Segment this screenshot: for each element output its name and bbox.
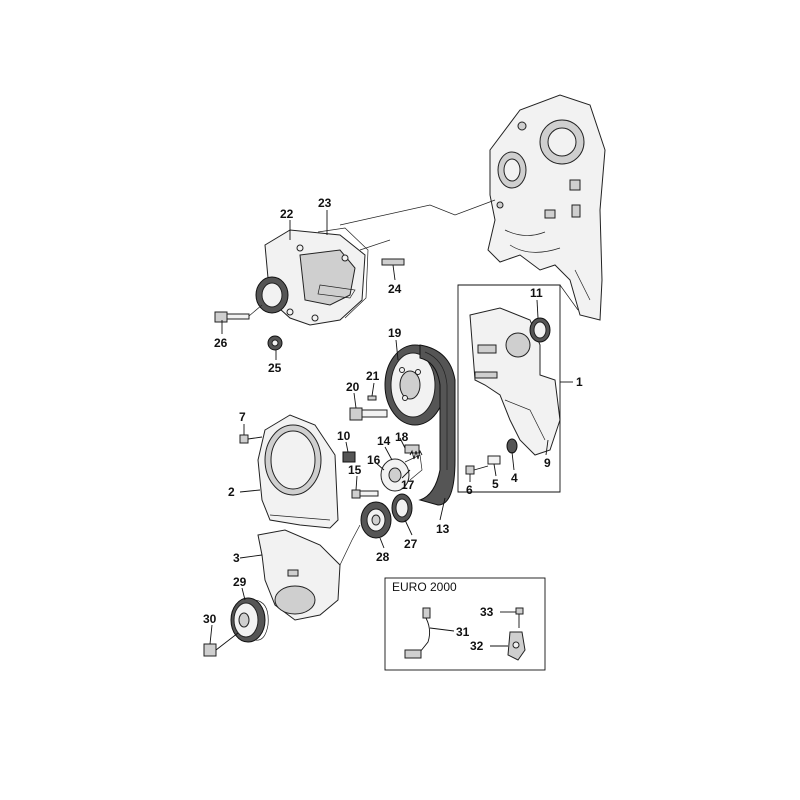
bolt-15 [351, 489, 379, 499]
bolt-33 [515, 607, 524, 628]
callout-1: 1 [576, 375, 583, 389]
leader-lines [209, 210, 549, 647]
inset-title: EURO 2000 [392, 580, 457, 594]
callout-33: 33 [480, 605, 494, 619]
callout-9: 9 [544, 456, 551, 470]
callout-28: 28 [376, 550, 390, 564]
timing-belt [418, 344, 456, 506]
callout-15: 15 [348, 463, 362, 477]
callout-16: 16 [367, 453, 381, 467]
callout-labels: 1 2 3 4 5 6 7 9 10 11 13 14 15 16 17 18 … [203, 196, 583, 653]
callout-10: 10 [337, 429, 351, 443]
callout-2: 2 [228, 485, 235, 499]
washer-27 [391, 493, 413, 523]
callout-29: 29 [233, 575, 247, 589]
callout-20: 20 [346, 380, 360, 394]
crankshaft-sprocket [360, 501, 392, 539]
sensor-32 [507, 631, 526, 661]
callout-24: 24 [388, 282, 402, 296]
callout-23: 23 [318, 196, 332, 210]
callout-32: 32 [470, 639, 484, 653]
callout-6: 6 [466, 483, 473, 497]
water-pump [255, 229, 366, 326]
callout-11: 11 [530, 286, 543, 300]
callout-19: 19 [388, 326, 402, 340]
dowel-5 [487, 455, 501, 465]
camshaft-sprocket [384, 344, 446, 426]
upper-front-cover [257, 414, 339, 529]
callout-21: 21 [366, 369, 380, 383]
callout-3: 3 [233, 551, 240, 565]
bolt-26 [214, 304, 263, 323]
callout-31: 31 [456, 625, 470, 639]
lower-front-cover [257, 524, 361, 621]
crankshaft-pulley [230, 597, 269, 643]
euro-2000-inset: EURO 2000 [384, 577, 546, 671]
bolt-30 [203, 632, 239, 657]
callout-26: 26 [214, 336, 228, 350]
callout-22: 22 [280, 207, 294, 221]
nut-25 [267, 335, 283, 351]
pin-10 [342, 451, 356, 463]
bolt-20 [349, 407, 388, 421]
callout-17: 17 [401, 478, 415, 492]
callout-7: 7 [239, 410, 246, 424]
key-21 [367, 395, 377, 401]
callout-4: 4 [511, 471, 518, 485]
oil-seal-11 [529, 317, 551, 343]
bolt-7 [239, 434, 263, 444]
callout-25: 25 [268, 361, 282, 375]
stud-24 [381, 258, 405, 266]
callout-13: 13 [436, 522, 450, 536]
callout-30: 30 [203, 612, 217, 626]
sensor-cable-31 [404, 607, 431, 659]
washer-4 [506, 438, 518, 454]
callout-18: 18 [395, 430, 409, 444]
bolt-6 [465, 465, 489, 475]
belt-tensioner [380, 444, 423, 492]
callout-27: 27 [404, 537, 418, 551]
callout-5: 5 [492, 477, 499, 491]
tensioner-spring [409, 449, 423, 460]
rear-timing-cover [469, 307, 561, 456]
callout-14: 14 [377, 434, 391, 448]
pump-gasket [317, 227, 369, 319]
engine-block [487, 94, 606, 321]
